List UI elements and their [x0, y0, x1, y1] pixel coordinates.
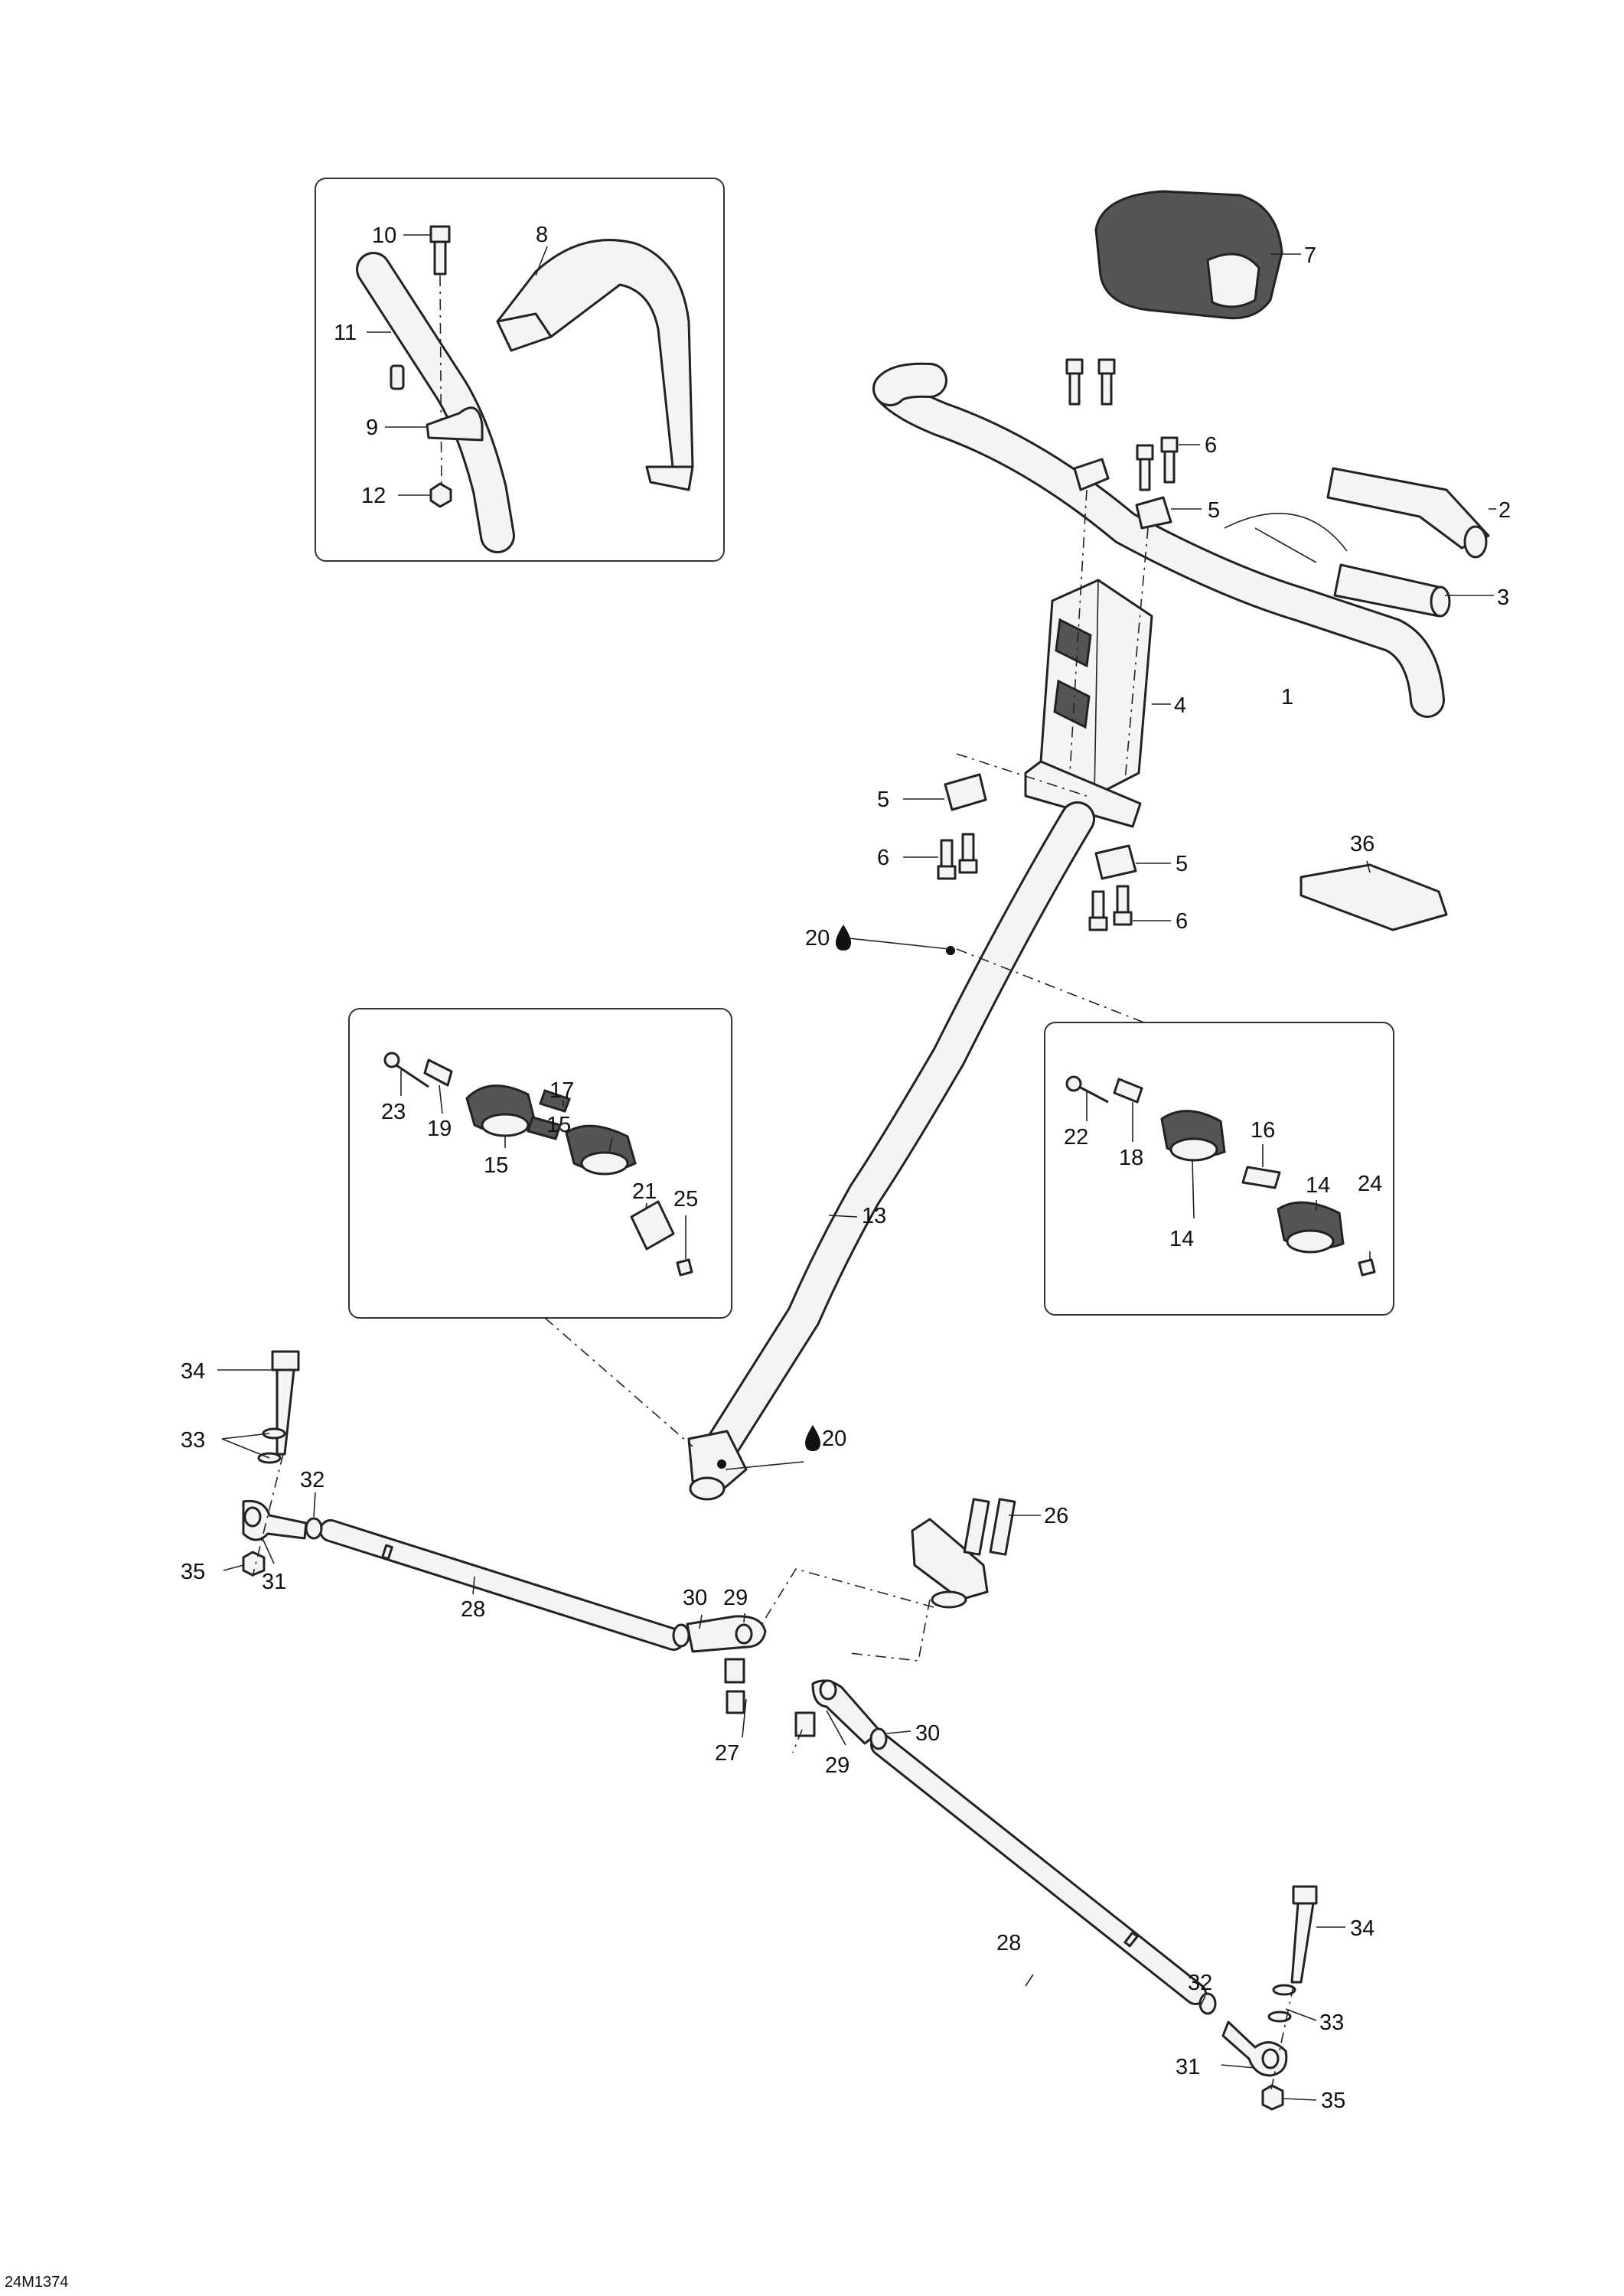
callout-14: 14	[1306, 1173, 1330, 1198]
spacer	[390, 364, 405, 390]
callout-27: 27	[715, 1741, 739, 1766]
callout-1: 1	[1281, 685, 1293, 709]
jam-nut-left	[305, 1517, 323, 1540]
callout-28: 28	[996, 1931, 1021, 1955]
handlebar-pad-36	[1300, 863, 1448, 931]
callout-23: 23	[381, 1100, 406, 1124]
nut	[429, 482, 452, 508]
callout-32: 32	[1188, 1971, 1212, 1995]
callout-28: 28	[461, 1597, 485, 1622]
callout-33: 33	[181, 1428, 205, 1453]
callout-29: 29	[723, 1586, 748, 1610]
callout-9: 9	[366, 416, 378, 440]
callout-18: 18	[1119, 1146, 1143, 1170]
callout-24: 24	[1358, 1172, 1382, 1196]
bolt-right-34	[1267, 1885, 1318, 2094]
callout-5: 5	[1208, 498, 1220, 523]
callout-31: 31	[1176, 2055, 1200, 2079]
droplet-icon	[805, 1425, 820, 1451]
callout-13: 13	[862, 1204, 886, 1228]
inset-right-clamp-detail	[1044, 1022, 1394, 1316]
callout-25: 25	[673, 1187, 698, 1212]
callout-36: 36	[1350, 832, 1375, 856]
callout-5: 5	[1176, 852, 1188, 876]
callout-15: 15	[546, 1113, 571, 1137]
callout-30: 30	[683, 1586, 707, 1610]
handlebar	[872, 362, 1445, 718]
riser-block	[1024, 579, 1153, 828]
drawing-id: 24M1374	[5, 2274, 68, 2291]
callout-35: 35	[181, 1560, 205, 1584]
tie-rod-left	[319, 1519, 685, 1651]
bolt	[429, 225, 451, 491]
callout-11: 11	[334, 321, 357, 345]
upper-bolts	[1065, 358, 1179, 491]
callout-7: 7	[1304, 243, 1316, 268]
callout-32: 32	[300, 1468, 324, 1492]
callout-2: 2	[1498, 498, 1511, 523]
callout-30: 30	[915, 1721, 940, 1746]
callout-6: 6	[1205, 433, 1217, 458]
callout-8: 8	[536, 223, 548, 247]
callout-35: 35	[1321, 2089, 1345, 2113]
callout-26: 26	[1044, 1504, 1068, 1528]
tie-rod-right	[870, 1733, 1207, 2005]
bolt-left-34	[252, 1350, 300, 1577]
callout-4: 4	[1174, 693, 1186, 718]
callout-14: 14	[1169, 1227, 1194, 1251]
clamp	[426, 406, 484, 442]
lower-bolts	[937, 833, 1133, 931]
nut-left-35	[242, 1551, 266, 1577]
droplet-icon	[836, 925, 851, 951]
right-clamp-set	[1065, 1075, 1376, 1277]
ball-joint-left-outer	[242, 1499, 308, 1541]
callout-31: 31	[262, 1570, 286, 1594]
callout-20: 20	[822, 1427, 846, 1451]
callout-34: 34	[1350, 1916, 1375, 1941]
hand-grip-2	[1326, 467, 1490, 559]
callout-17: 17	[549, 1078, 574, 1103]
callout-33: 33	[1319, 2011, 1344, 2035]
callout-29: 29	[825, 1753, 850, 1778]
callout-21: 21	[632, 1179, 657, 1204]
steering-column	[544, 801, 1149, 1501]
handlebar-cover	[1094, 190, 1301, 320]
upper-clamp-cap-right	[1124, 496, 1172, 781]
ball-joint-right-outer	[1198, 1992, 1288, 2111]
callout-22: 22	[1064, 1125, 1088, 1150]
inset-left-clamp-detail	[348, 1008, 732, 1319]
callout-5: 5	[877, 788, 889, 812]
upper-clamp-cap-left	[1069, 458, 1110, 774]
steering-arm	[745, 1498, 1016, 1662]
inset-handlebar-pad-detail	[315, 178, 725, 562]
handlebar-pad	[356, 239, 694, 553]
callout-20: 20	[805, 926, 830, 951]
lower-clamp-cap-left	[944, 773, 987, 811]
callout-12: 12	[361, 484, 386, 508]
ball-joint-center-left	[672, 1615, 767, 1714]
callout-15: 15	[484, 1153, 508, 1178]
callout-3: 3	[1497, 585, 1509, 610]
ball-joint-center-right	[792, 1679, 888, 1753]
callout-34: 34	[181, 1359, 205, 1384]
hand-grip-3	[1333, 563, 1451, 618]
callout-labels: 1 2 3 4 5 5 5 6 6 6 7 8 9 10 11 12 13 14…	[181, 223, 1511, 2113]
callout-16: 16	[1251, 1118, 1275, 1143]
lower-clamp-cap-right	[1094, 844, 1137, 880]
callout-19: 19	[427, 1117, 452, 1141]
callout-10: 10	[372, 223, 396, 248]
callout-6: 6	[1176, 909, 1188, 934]
left-clamp-set	[383, 1052, 693, 1277]
leader-lines	[217, 444, 1496, 2101]
callout-6: 6	[877, 846, 889, 870]
